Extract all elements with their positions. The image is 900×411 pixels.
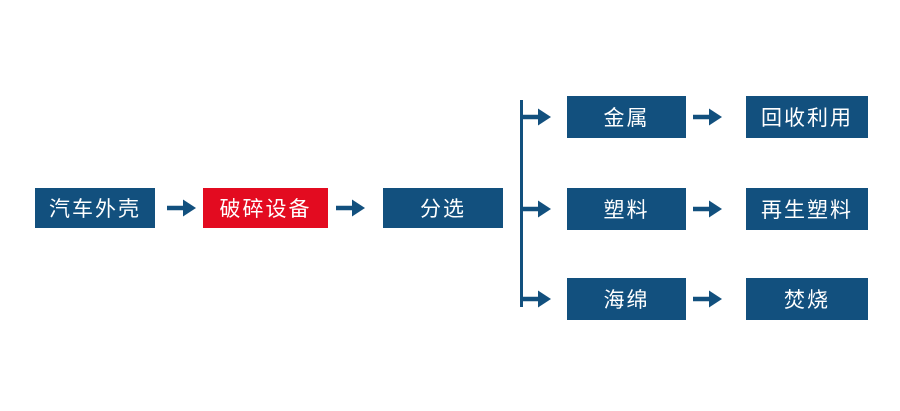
branch-connector-line bbox=[520, 100, 523, 307]
node-incineration: 焚烧 bbox=[746, 278, 868, 320]
node-recycle-reuse: 回收利用 bbox=[746, 96, 868, 138]
node-crusher: 破碎设备 bbox=[203, 188, 328, 228]
arrow-right-icon bbox=[336, 199, 365, 217]
arrow-right-icon bbox=[693, 200, 722, 218]
arrow-right-icon bbox=[522, 108, 551, 126]
arrow-right-icon bbox=[522, 290, 551, 308]
node-sorting: 分选 bbox=[383, 188, 503, 228]
arrow-right-icon bbox=[693, 290, 722, 308]
arrow-right-icon bbox=[693, 108, 722, 126]
arrow-right-icon bbox=[522, 200, 551, 218]
node-sponge: 海绵 bbox=[567, 278, 686, 320]
arrow-right-icon bbox=[167, 199, 196, 217]
node-metal: 金属 bbox=[567, 96, 686, 138]
node-plastic: 塑料 bbox=[567, 188, 686, 230]
node-auto-shell: 汽车外壳 bbox=[35, 188, 155, 228]
node-recycled-plastic: 再生塑料 bbox=[746, 188, 868, 230]
